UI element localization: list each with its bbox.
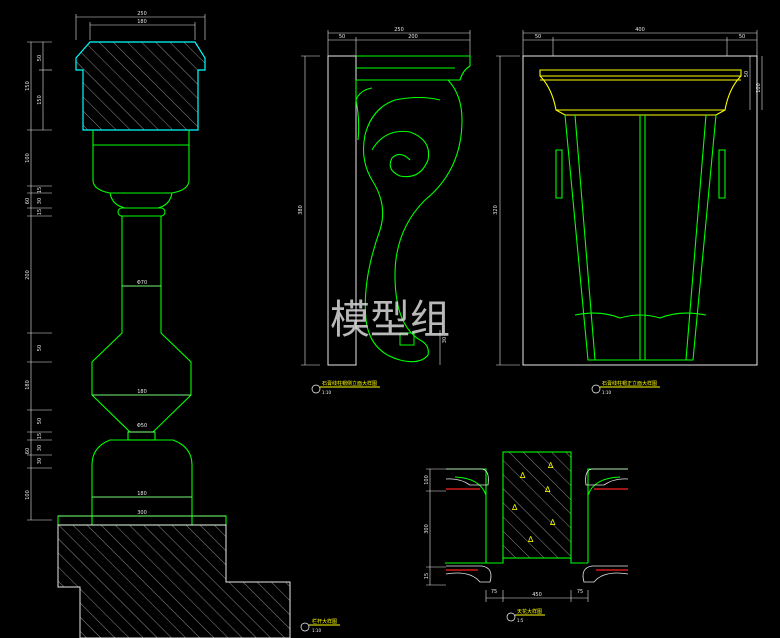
ceiling-dim-75a: 75 [491,589,497,595]
baluster-dim-180-base: 180 [137,491,147,497]
baluster-left-dim-labels: 50 150 150 100 15 30 60 15 200 50 180 50… [25,55,43,500]
ceiling-caption-marker [506,612,516,622]
svg-text:∆: ∆ [549,518,556,527]
ceiling-dim-15: 15 [424,573,430,579]
side-left-dimension [301,55,441,366]
baluster-view: 250 180 50 150 150 100 15 [25,11,340,638]
ceiling-dim-300: 300 [424,524,430,534]
svg-text:∆: ∆ [547,461,554,470]
front-capital-outline [539,69,742,116]
dim-100a: 100 [25,153,31,163]
front-dim-400: 400 [635,27,645,33]
baluster-dim-phi70: Φ70 [137,280,147,286]
baluster-dim-180-mid: 180 [137,389,147,395]
baluster-cap [75,41,206,131]
side-dim-200: 200 [408,34,418,40]
dim-30a: 30 [37,198,43,204]
front-elevation-view: 400 50 50 320 50 100 [493,27,763,395]
dim-30c: 30 [37,458,43,464]
ceiling-detail-view: ∆ ∆ ∆ ∆ ∆ ∆ [424,451,629,623]
watermark-text: 模型组 [330,297,450,343]
dim-150a: 150 [37,95,43,105]
baluster-caption: 栏杆大样图 [312,618,337,625]
front-dim-100: 100 [756,83,762,93]
baluster-ground-slab [57,524,291,638]
baluster-body-outline [57,130,227,526]
ceiling-scale: 1:5 [517,618,524,623]
front-column-outline [555,114,726,361]
baluster-left-dim-chain [27,41,52,521]
svg-text:∆: ∆ [544,485,551,494]
ceiling-dim-450: 450 [532,592,542,598]
baluster-dim-width-250: 250 [137,11,147,17]
ceiling-dim-75b: 75 [577,589,583,595]
front-top-dimensions [522,30,758,56]
baluster-inner-dims [58,285,226,517]
dim-60b: 60 [25,448,31,454]
front-dim-320: 320 [493,205,499,215]
ceiling-concrete-beam [502,451,572,559]
dim-200: 200 [25,270,31,280]
ceiling-red-finish-lines [446,488,628,571]
dim-50c: 50 [37,418,43,424]
baluster-dim-300: 300 [137,510,147,516]
side-scale: 1:10 [322,390,331,395]
baluster-caption-marker [300,622,310,632]
front-caption: 石膏线柱帽正立面大样图 [602,380,657,387]
svg-text:∆: ∆ [527,535,534,544]
dim-60a: 60 [25,198,31,204]
ceiling-dim-100: 100 [424,475,430,485]
ceiling-aggregate-marks: ∆ ∆ ∆ ∆ ∆ ∆ [511,461,556,544]
side-caption-marker [311,384,321,394]
side-wall-plate [327,55,357,366]
front-caption-marker [591,384,601,394]
ceiling-molding-profiles [445,468,629,583]
baluster-scale: 1:10 [312,628,321,633]
svg-text:∆: ∆ [519,471,526,480]
ceiling-caption: 天花大样图 [517,608,542,615]
front-dim-50a: 50 [535,34,541,40]
baluster-dim-width-180: 180 [137,19,147,25]
side-bracket-tip [399,332,415,346]
dim-15b: 15 [37,209,43,215]
dim-50: 50 [37,55,43,61]
side-bracket-outline [355,55,471,363]
baluster-dim-phi50: Φ50 [137,423,147,429]
front-dim-50b: 50 [739,34,745,40]
dim-50b: 50 [37,345,43,351]
dim-15c: 15 [37,433,43,439]
side-dim-30: 30 [442,337,448,343]
side-dim-250: 250 [394,27,404,33]
svg-text:∆: ∆ [511,503,518,512]
side-elevation-view: 250 50 200 380 30 石膏线柱帽侧立面大样图 1:10 [298,27,471,395]
dim-100b: 100 [25,490,31,500]
side-dim-380: 380 [298,205,304,215]
front-dim-50c: 50 [744,71,750,77]
dim-30b: 30 [37,445,43,451]
side-caption: 石膏线柱帽侧立面大样图 [322,380,377,387]
front-side-dimensions [496,55,763,366]
front-scale: 1:10 [602,390,611,395]
dim-15a: 15 [37,187,43,193]
front-back-panel [522,55,758,366]
side-dim-50: 50 [339,34,345,40]
ceiling-dimensions [426,468,589,602]
dim-150b: 150 [25,81,31,91]
dim-180: 180 [25,380,31,390]
baluster-top-dimensions [75,14,206,40]
side-top-dimensions [327,30,471,56]
